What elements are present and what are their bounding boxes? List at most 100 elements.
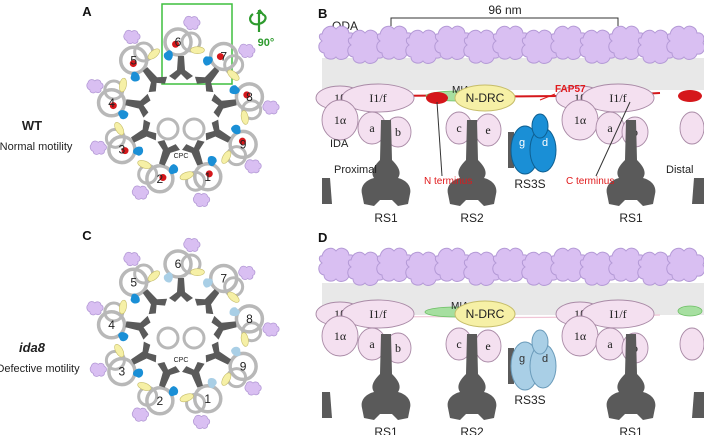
dynein-c-label: c: [456, 121, 461, 135]
dynein-7: [203, 56, 213, 66]
dynein-7: [203, 278, 213, 288]
dynein-2: [168, 164, 179, 175]
radial-spoke-2: [157, 362, 180, 388]
radial-spoke-9: [205, 341, 231, 365]
dynein-3: [133, 368, 144, 378]
oda-9: [244, 159, 262, 174]
doublet-number-4: 4: [108, 96, 115, 110]
dynein-d-label-d: d: [542, 353, 548, 365]
rs-label-2: RS2: [460, 425, 484, 435]
ida-i1f-2-shape: [581, 299, 655, 329]
rotation-label: 90°: [258, 37, 275, 49]
ida-i1f-shape: [341, 83, 415, 113]
fap57-7: [216, 53, 224, 61]
spoke-edge-right: [692, 178, 704, 204]
central-pair-complex: CPC: [156, 117, 206, 160]
ida-i1f-2-label: I1/f: [609, 91, 626, 105]
ndrc-8: [240, 332, 249, 347]
doublet-7: 7: [194, 41, 256, 93]
doublet-number-2: 2: [157, 394, 164, 408]
doublet-number-7: 7: [220, 271, 227, 285]
dynein-e-label: e: [485, 123, 490, 137]
oda-head-13: [666, 247, 704, 282]
spoke-edge-right: [692, 392, 704, 418]
ndrc-8: [240, 110, 249, 125]
ndrc-7: [227, 69, 240, 81]
oda-1: [192, 192, 211, 208]
ida-label: IDA: [330, 138, 349, 150]
oda-5: [123, 29, 141, 45]
oda-row: [318, 25, 704, 64]
dynein-a-2-label: a: [607, 121, 613, 135]
radial-spoke-3: [131, 341, 157, 365]
doublet-8: 8: [211, 82, 280, 125]
radial-spoke-5: [142, 67, 168, 93]
doublet-3: 3: [89, 119, 157, 165]
phenotype-defective: Defective motility: [0, 363, 80, 375]
panel-label-a: A: [82, 4, 92, 19]
ndrc-3: [114, 122, 125, 136]
oda-5: [123, 251, 141, 267]
c-terminus-blob: [678, 90, 702, 102]
ndrc-2: [137, 160, 152, 169]
rs3s-label-d: RS3S: [514, 393, 545, 407]
dynein-g-label-d: g: [519, 353, 525, 365]
ndrc-3: [114, 344, 125, 358]
dynein-e-label: e: [485, 339, 490, 353]
dynein-4: [118, 110, 129, 120]
dynein-9: [231, 124, 241, 135]
dynein-a-2-label: a: [607, 337, 613, 351]
ndrc-7: [227, 291, 240, 303]
oda-head-13: [666, 25, 704, 60]
dynein-1: [207, 155, 217, 167]
ida-1alpha-2-label: 1α: [574, 329, 587, 343]
spacing-label: 96 nm: [488, 3, 521, 17]
rs-label-3: RS1: [619, 211, 643, 225]
fap57-8: [243, 91, 251, 99]
oda-8: [262, 100, 280, 115]
n-terminus-blob: [426, 92, 448, 104]
doublet-number-4: 4: [108, 318, 115, 332]
oda-6: [183, 15, 201, 31]
radial-spoke-9: [205, 119, 231, 143]
fap57-pointer: [539, 93, 556, 101]
oda-3: [89, 362, 107, 377]
radial-spoke-1: [182, 362, 205, 388]
doublet-4: 4: [86, 77, 151, 120]
doublet-5: 5: [118, 29, 168, 93]
n-terminus-label: N terminus: [424, 176, 472, 187]
genotype-wt: WT: [22, 118, 42, 133]
doublet-6: 6: [163, 15, 205, 80]
dynein-5: [130, 293, 140, 304]
doublet-9: 9: [205, 119, 262, 174]
ida-1alpha-label: 1α: [334, 329, 347, 343]
radial-spoke-6: [169, 278, 193, 302]
proximal-label: Proximal: [334, 164, 377, 176]
dynein-c-label: c: [456, 337, 461, 351]
oda-4: [86, 79, 104, 94]
radial-spoke-2: [157, 140, 180, 166]
fap57-label: FAP57: [555, 84, 586, 95]
doublet-number-3: 3: [119, 143, 126, 157]
dynein-1: [207, 377, 217, 389]
ndrc-2: [137, 382, 152, 391]
ida-i1f-label: I1/f: [369, 307, 386, 321]
radial-spoke-4: [125, 315, 151, 340]
ida-1alpha-2-label: 1α: [574, 113, 587, 127]
dynein-6: [163, 272, 173, 283]
doublet-number-1: 1: [204, 392, 211, 406]
fap57-4: [109, 102, 117, 110]
doublet-number-7: 7: [220, 49, 227, 63]
ndrc-5: [147, 270, 160, 282]
mia-distal-d: [677, 305, 703, 317]
oda-7: [238, 43, 256, 58]
rs3s-label: RS3S: [514, 177, 545, 191]
ndrc-4: [118, 77, 127, 93]
doublet-number-1: 1: [204, 170, 211, 184]
